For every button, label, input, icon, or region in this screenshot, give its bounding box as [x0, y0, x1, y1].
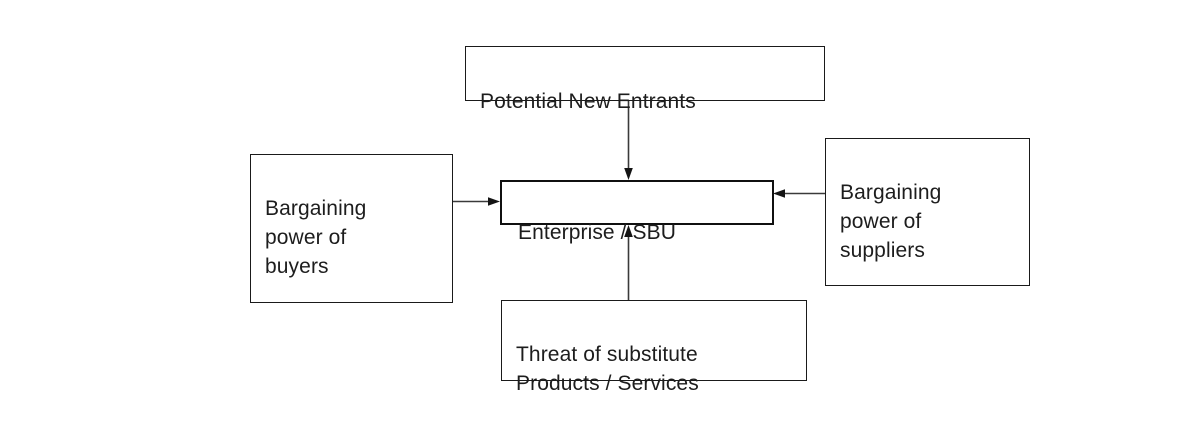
node-label: Bargaining power of suppliers [840, 181, 942, 262]
node-label: Threat of substitute Products / Services [516, 343, 699, 395]
connector-buyers-to-enterprise [452, 193, 504, 211]
node-label: Enterprise / SBU [518, 221, 676, 244]
arrowhead-right-icon [488, 197, 500, 206]
node-bargaining-power-of-suppliers[interactable]: Bargaining power of suppliers [825, 138, 1030, 286]
node-enterprise-sbu[interactable]: Enterprise / SBU [500, 180, 774, 244]
arrowhead-left-icon [773, 189, 785, 198]
node-potential-new-entrants[interactable]: Potential New Entrants [465, 46, 825, 113]
connector-suppliers-to-enterprise [770, 185, 828, 203]
arrowhead-down-icon [624, 168, 633, 180]
node-bargaining-power-of-buyers[interactable]: Bargaining power of buyers [250, 154, 453, 303]
node-label: Potential New Entrants [480, 90, 696, 113]
node-threat-of-substitutes[interactable]: Threat of substitute Products / Services [501, 300, 807, 395]
node-label: Bargaining power of buyers [265, 197, 367, 278]
